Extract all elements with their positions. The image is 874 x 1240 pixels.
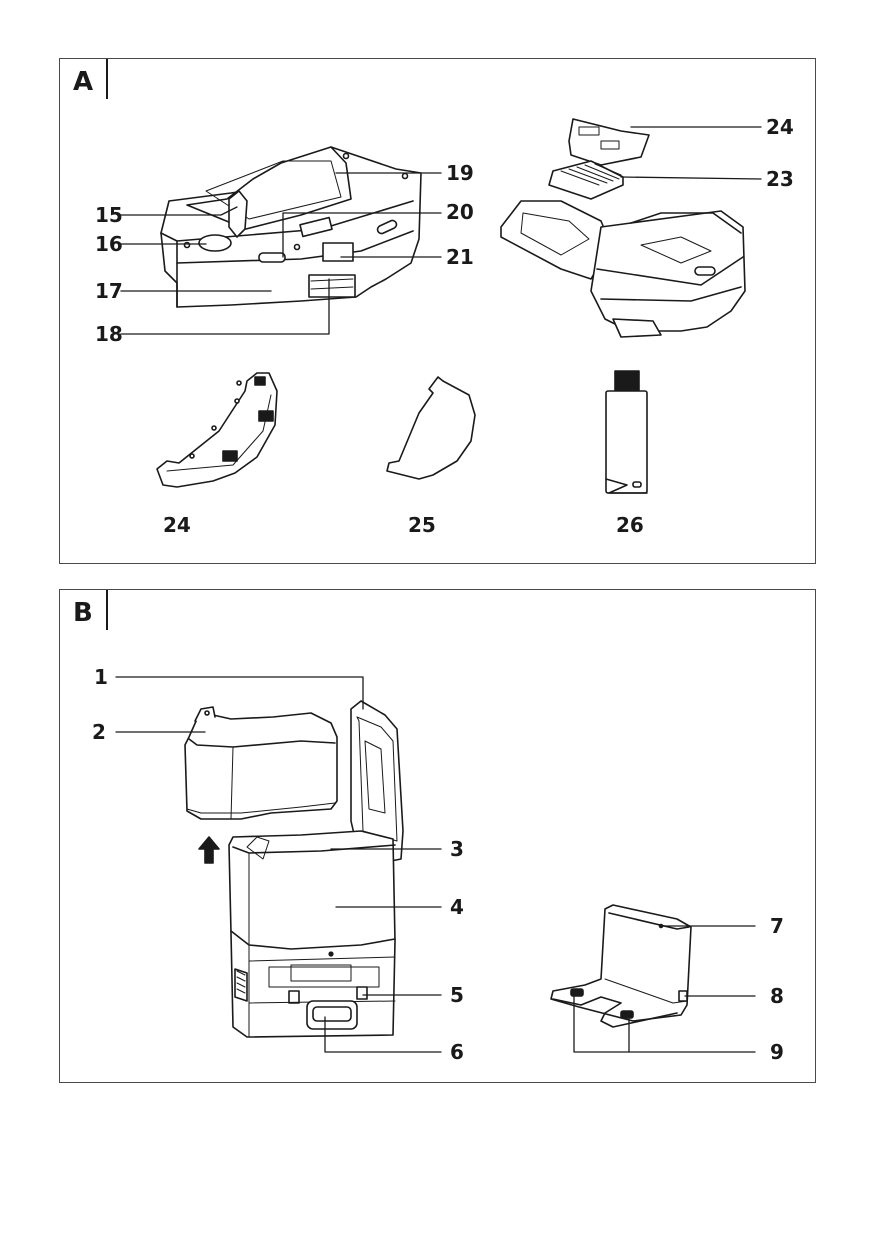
panel-letter-a: A — [73, 67, 94, 97]
robot-open-bin-illustration — [500, 118, 762, 338]
dust-bag-illustration — [184, 706, 338, 820]
callout-20: 20 — [446, 200, 474, 224]
emptying-station-illustration — [228, 830, 396, 1038]
callout-23: 23 — [766, 167, 794, 191]
callout-16: 16 — [95, 232, 123, 256]
panel-letter-divider — [106, 59, 108, 99]
callout-5: 5 — [450, 983, 464, 1007]
callout-3: 3 — [450, 837, 464, 861]
callout-25: 25 — [408, 513, 436, 537]
panel-a-artwork — [120, 118, 762, 494]
panel-a: A — [59, 58, 816, 564]
panel-letter-b: B — [73, 598, 93, 628]
callout-9: 9 — [770, 1040, 784, 1064]
callout-19: 19 — [446, 161, 474, 185]
up-arrow-icon — [198, 836, 220, 864]
callout-8: 8 — [770, 984, 784, 1008]
mop-pad-illustration — [386, 376, 476, 480]
panel-letter-divider — [106, 590, 108, 630]
callout-2: 2 — [92, 720, 106, 744]
callout-24-filter-holder: 24 — [766, 115, 794, 139]
callout-21: 21 — [446, 245, 474, 269]
callout-26: 26 — [616, 513, 644, 537]
callout-15: 15 — [95, 203, 123, 227]
charging-dock-illustration — [550, 904, 692, 1028]
station-lid-illustration — [350, 700, 404, 862]
callout-6: 6 — [450, 1040, 464, 1064]
robot-vacuum-illustration — [120, 146, 442, 335]
callout-4: 4 — [450, 895, 464, 919]
callout-24-mop-holder: 24 — [163, 513, 191, 537]
callout-7: 7 — [770, 914, 784, 938]
cleaning-brush-illustration — [605, 370, 648, 494]
callout-18: 18 — [95, 322, 123, 346]
mop-holder-plate-illustration — [156, 372, 278, 488]
panel-b-artwork — [115, 676, 756, 1053]
callout-1: 1 — [94, 665, 108, 689]
callout-17: 17 — [95, 279, 123, 303]
panel-b: B — [59, 589, 816, 1083]
